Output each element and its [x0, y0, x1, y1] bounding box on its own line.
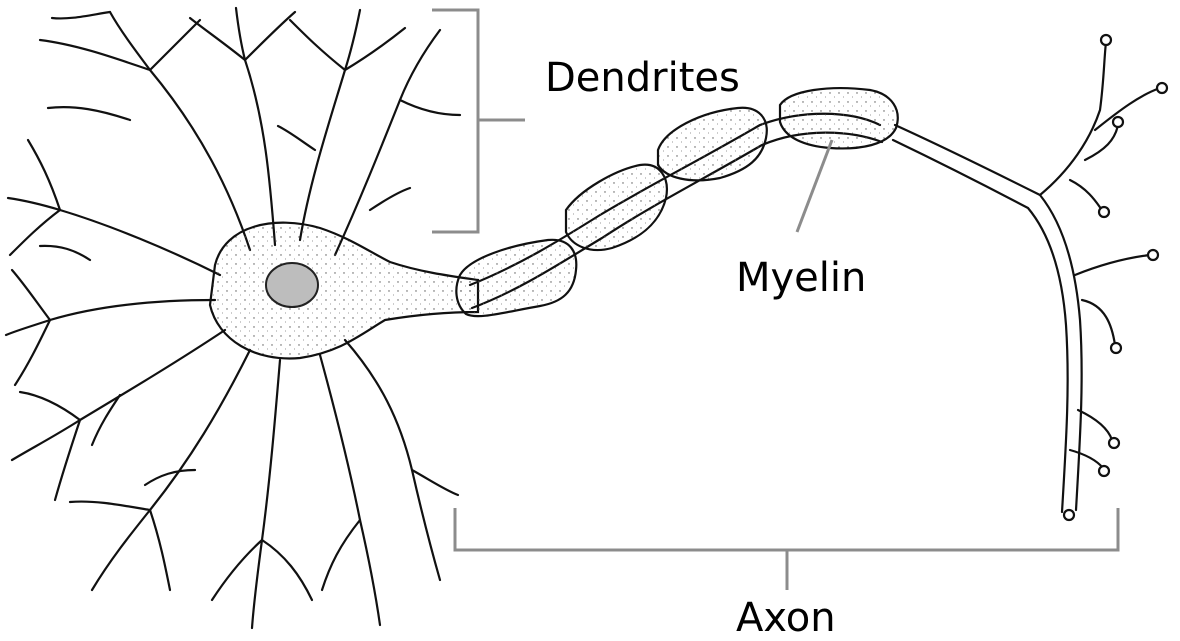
myelin-segment-2: [566, 165, 667, 250]
myelin-label: Myelin: [736, 258, 866, 298]
dendrites-bracket: [432, 10, 525, 232]
myelin-segment-3: [658, 108, 767, 181]
axon-label: Axon: [736, 598, 836, 638]
axon-terminals: [893, 35, 1167, 520]
dendrites-label: Dendrites: [545, 58, 740, 98]
myelin-segment-1: [456, 240, 576, 316]
nucleus: [266, 263, 318, 307]
axon-bracket: [455, 508, 1118, 590]
myelin-segment-4: [780, 88, 898, 148]
myelin-leader-line: [797, 140, 832, 232]
cell-body: [210, 223, 478, 359]
